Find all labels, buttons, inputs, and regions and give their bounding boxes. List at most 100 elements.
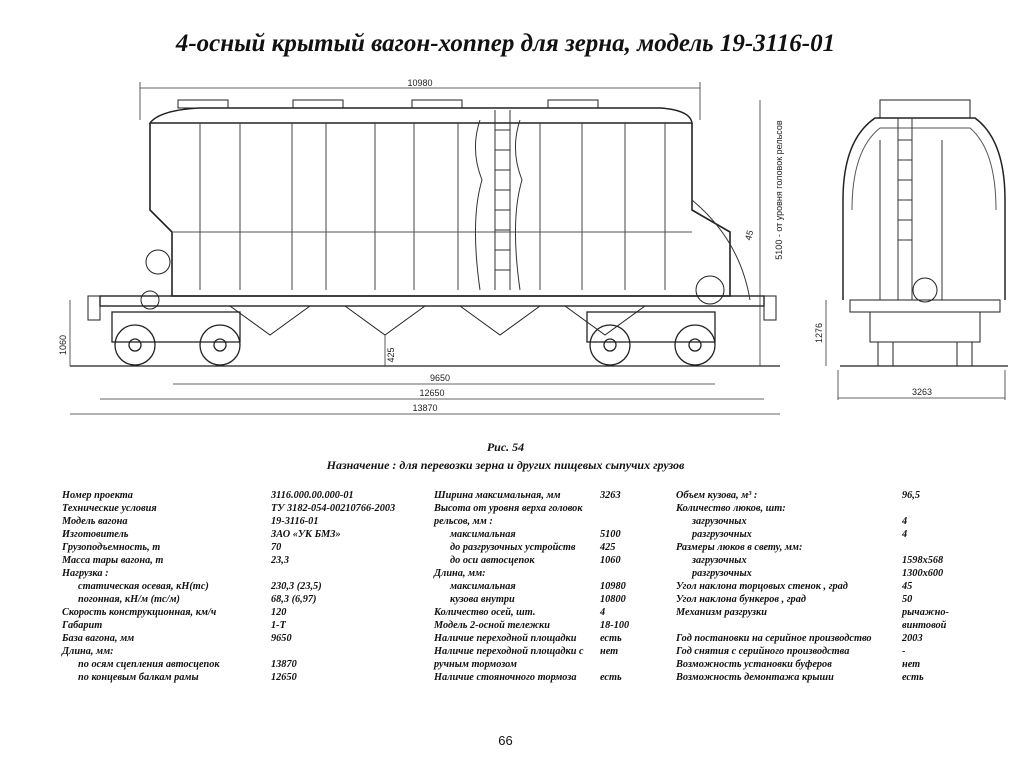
- hopper-car-drawing: 10980 9650 12650 13870 1060 425 5100 - о…: [58, 78, 1008, 415]
- spec-row: винтовой: [676, 619, 976, 632]
- spec-label: Грузоподъемность, т: [62, 542, 161, 553]
- page-number: 66: [498, 733, 513, 748]
- spec-value: 18-100: [600, 620, 630, 631]
- spec-row: кузова внутри 10800: [434, 593, 664, 606]
- spec-value: нет: [600, 646, 619, 657]
- spec-row: статическая осевая, кН(тс) 230,3 (23,5): [62, 580, 412, 593]
- dim-1276: 1276: [814, 323, 824, 343]
- spec-label: Длина, мм:: [62, 646, 114, 657]
- spec-label: Наличие переходной площадки: [434, 633, 577, 644]
- spec-row: Угол наклона бункеров , град 50: [676, 593, 976, 606]
- spec-label: Длина, мм:: [434, 568, 486, 579]
- spec-row: ручным тормозом: [434, 658, 664, 671]
- spec-label: по осям сцепления автосцепок: [78, 659, 220, 670]
- figure-purpose: Назначение : для перевозки зерна и други…: [326, 458, 685, 472]
- spec-value: 10800: [600, 594, 626, 605]
- spec-label: кузова внутри: [450, 594, 515, 605]
- spec-label: Возможность установки буферов: [676, 659, 832, 670]
- spec-label: Количество люков, шт:: [676, 503, 786, 514]
- spec-value: ТУ 3182-054-00210766-2003: [271, 503, 396, 514]
- spec-label: загрузочных: [692, 516, 747, 527]
- spec-row: Модель 2-осной тележки 18-100: [434, 619, 664, 632]
- dim-height-left: 1060: [58, 335, 68, 355]
- spec-value: 4: [902, 529, 908, 540]
- spec-label: Год постановки на серийное производство: [676, 633, 872, 644]
- spec-row: Количество люков, шт:: [676, 502, 976, 515]
- spec-value: 3263: [600, 490, 621, 501]
- spec-value: -: [902, 646, 906, 657]
- spec-row: Длина, мм:: [62, 645, 412, 658]
- spec-value: 120: [271, 607, 287, 618]
- dim-425: 425: [386, 347, 396, 362]
- spec-label: Модель 2-осной тележки: [434, 620, 551, 631]
- spec-label: ручным тормозом: [434, 659, 517, 670]
- spec-value: 1598х568: [902, 555, 944, 566]
- end-view: 3263 1276: [814, 99, 1008, 400]
- spec-row: Год снятия с серийного производства-: [676, 645, 976, 658]
- dim-width: 3263: [912, 387, 932, 397]
- spec-row: Высота от уровня верха головок: [434, 502, 664, 515]
- spec-label: Угол наклона торцовых стенок , град: [676, 581, 848, 592]
- spec-label: Угол наклона бункеров , град: [676, 594, 806, 605]
- spec-label: разгрузочных: [692, 568, 752, 579]
- dim-base: 9650: [430, 373, 450, 383]
- spec-value: 230,3 (23,5): [271, 581, 322, 592]
- spec-label: Габарит: [62, 620, 103, 631]
- spec-value: 70: [271, 542, 282, 553]
- spec-label: статическая осевая, кН(тс): [78, 581, 209, 592]
- spec-value: ЗАО «УК БМЗ»: [271, 529, 341, 540]
- side-view: 10980 9650 12650 13870 1060 425 5100 - о…: [58, 78, 784, 415]
- spec-value: 425: [600, 542, 616, 553]
- spec-value: 4: [600, 607, 606, 618]
- spec-label: максимальная: [450, 529, 516, 540]
- spec-label: рельсов, мм :: [434, 516, 493, 527]
- dim-angle: 45: [743, 229, 755, 241]
- spec-label: по концевым балкам рамы: [78, 672, 199, 683]
- dim-coupler: 13870: [412, 403, 437, 413]
- spec-label: погонная, кН/м (тс/м): [78, 594, 180, 605]
- spec-row: Объем кузова, м³ :96,5: [676, 489, 976, 502]
- spec-value: 50: [902, 594, 913, 605]
- spec-row: Размеры люков в свету, мм:: [676, 541, 976, 554]
- spec-value: 12650: [271, 672, 297, 683]
- spec-row: рельсов, мм :: [434, 515, 664, 528]
- spec-row: Габарит 1-Т: [62, 619, 412, 632]
- spec-value: винтовой: [902, 620, 947, 631]
- spec-value: 10980: [600, 581, 626, 592]
- figure-label: Рис. 54: [486, 440, 525, 454]
- spec-value: 19-3116-01: [271, 516, 319, 527]
- spec-label: Номер проекта: [62, 490, 133, 501]
- spec-value: есть: [902, 672, 924, 683]
- spec-value: 5100: [600, 529, 621, 540]
- dim-length-body: 10980: [407, 78, 432, 88]
- spec-label: Масса тары вагона, т: [62, 555, 164, 566]
- spec-value: 96,5: [902, 490, 921, 501]
- spec-label: База вагона, мм: [62, 633, 135, 644]
- spec-label: Нагрузка :: [62, 568, 109, 579]
- spec-label: Возможность демонтажа крыши: [676, 672, 834, 683]
- spec-row: максимальная 5100: [434, 528, 664, 541]
- spec-row: Возможность демонтажа крыши есть: [676, 671, 976, 684]
- spec-row: Нагрузка :: [62, 567, 412, 580]
- spec-value: 9650: [271, 633, 292, 644]
- spec-value: 1-Т: [271, 620, 286, 631]
